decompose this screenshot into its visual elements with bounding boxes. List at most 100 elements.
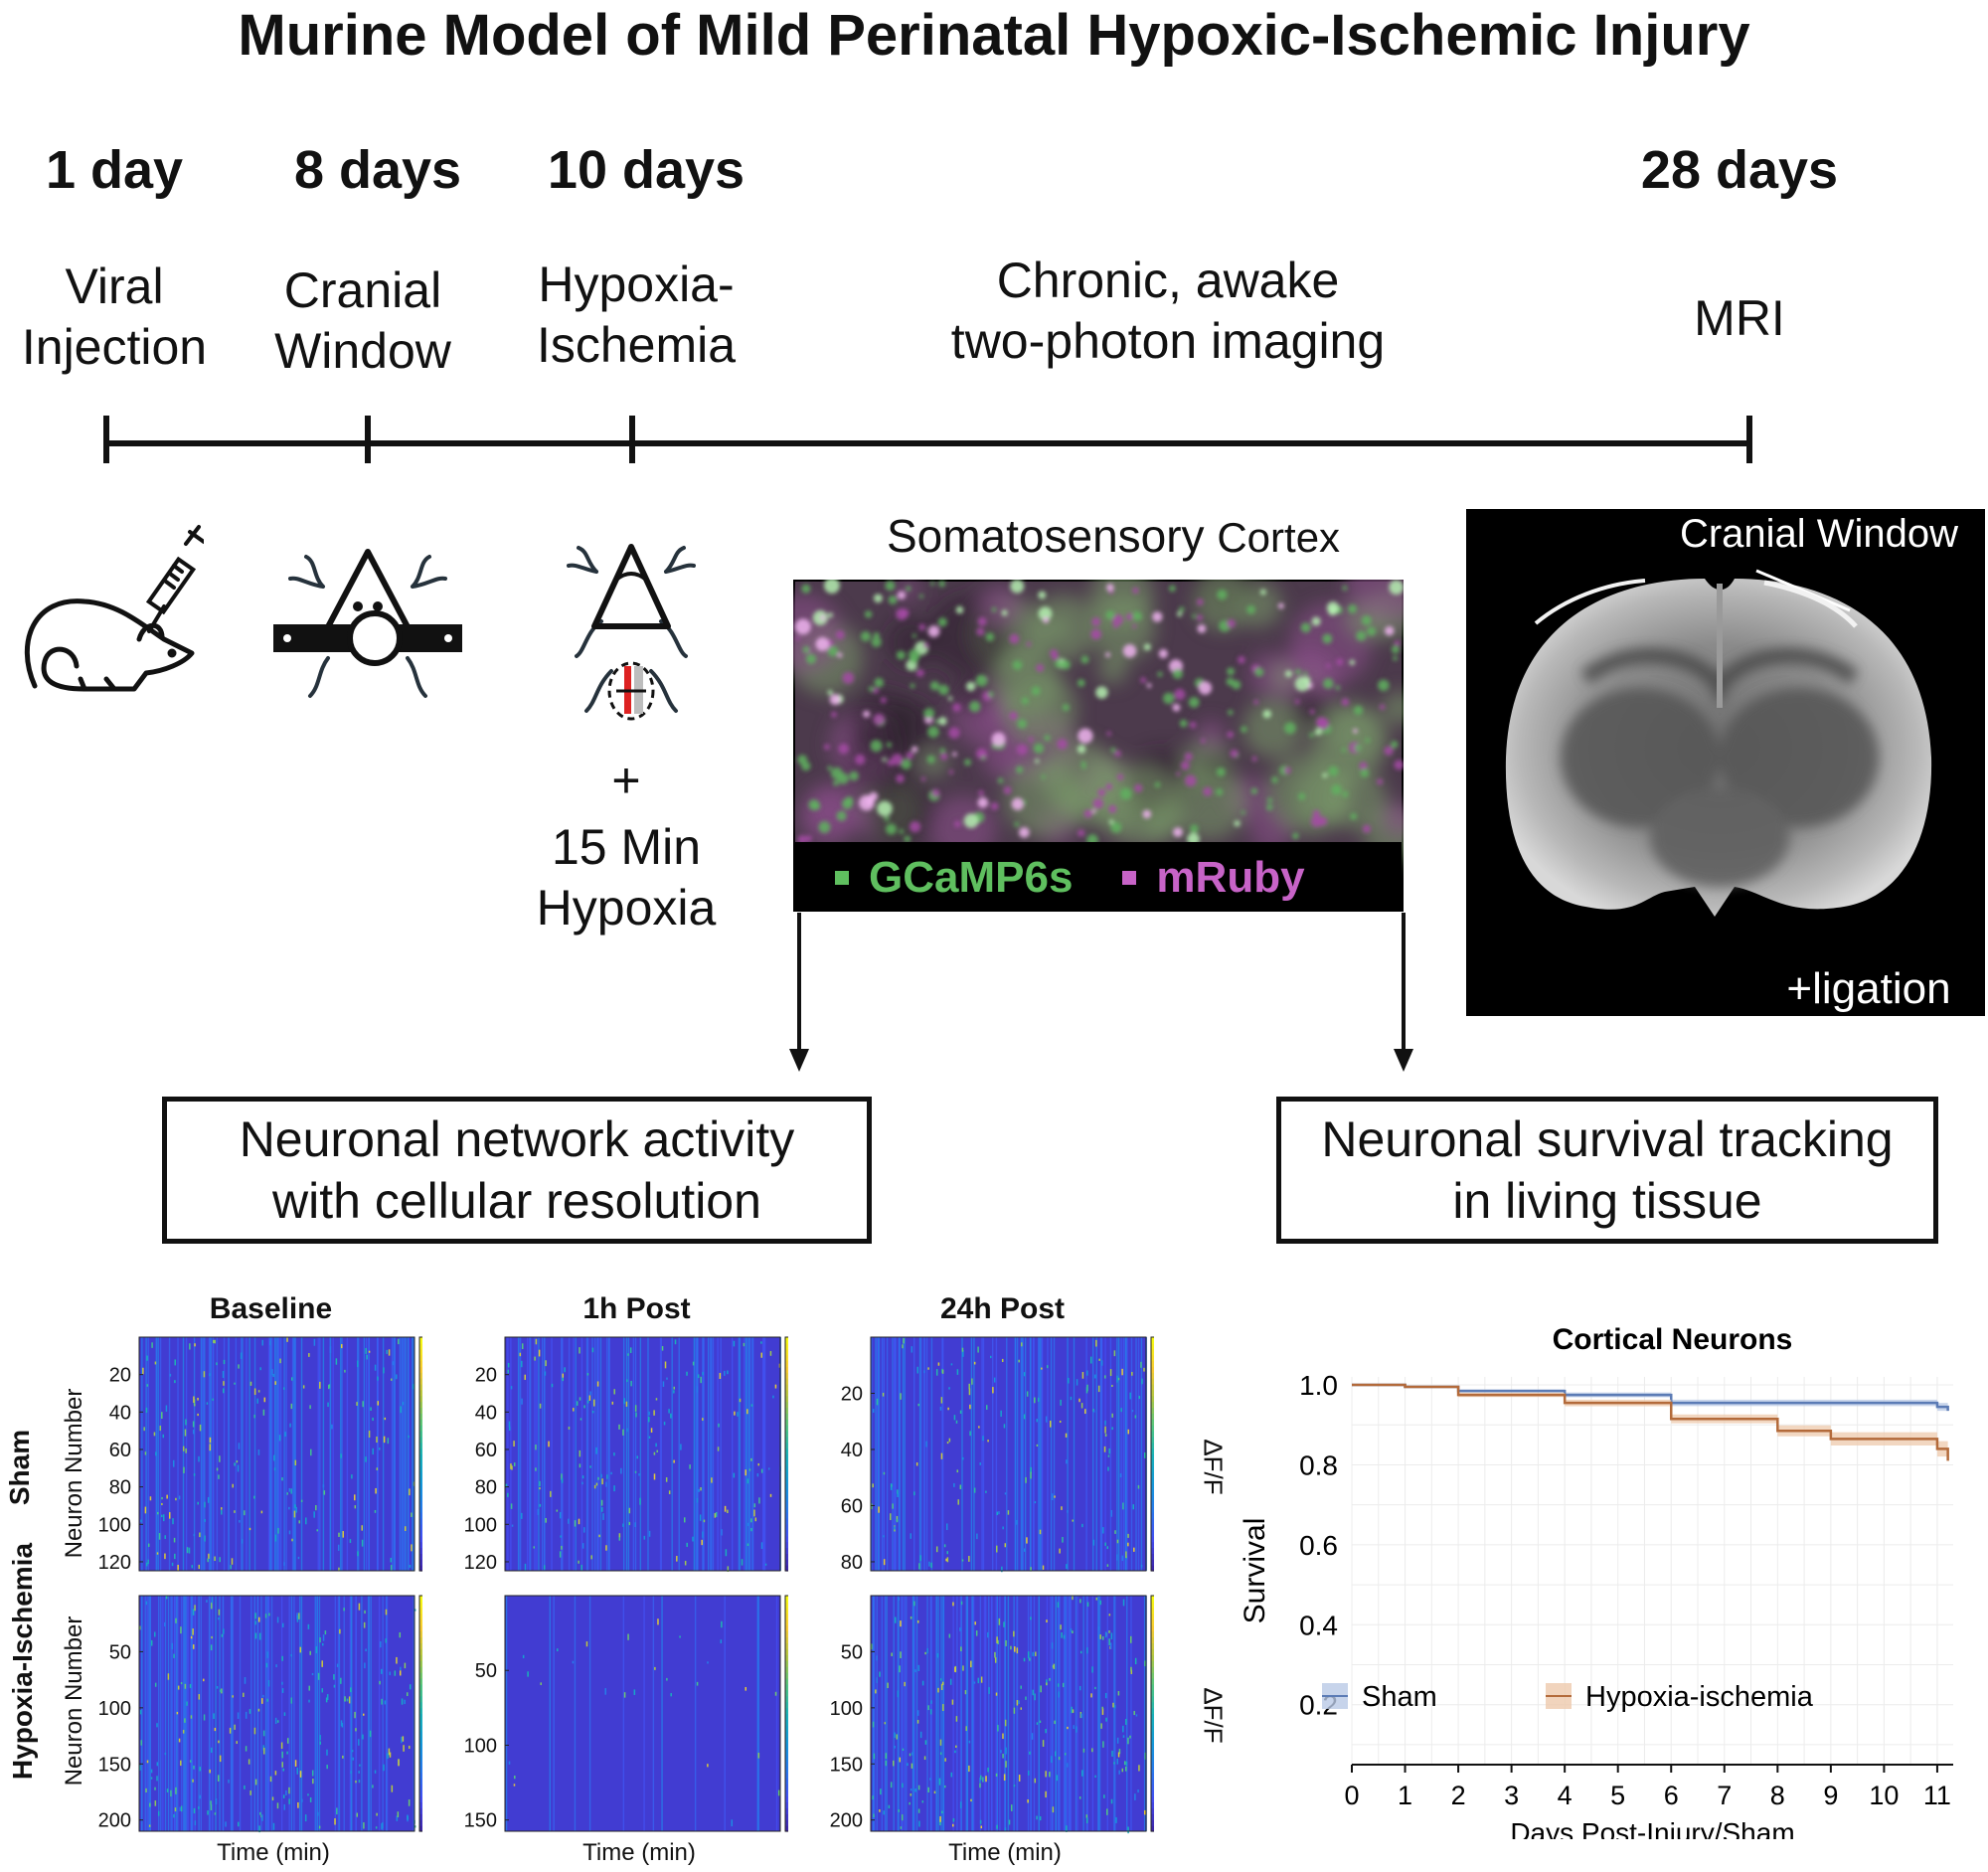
legend-label: Sham	[1362, 1681, 1437, 1713]
event-mri: MRI	[1694, 290, 1785, 346]
syringe-icon	[145, 525, 204, 633]
x-tick-label: 5	[1610, 1781, 1625, 1810]
x-tick-label: 4	[1558, 1781, 1573, 1810]
legend-item-1: Hypoxia-ischemia	[1546, 1681, 1814, 1713]
event-line: Chronic, awake	[996, 253, 1340, 308]
heatmap-title-1h: 1h Post	[582, 1292, 691, 1325]
hypoxia-duration: 15 Min Hypoxia	[497, 817, 755, 938]
svg-text:60: 60	[475, 1440, 497, 1461]
box-survival-tracking: Neuronal survival tracking in living tis…	[1276, 1097, 1938, 1244]
legend-gcamp: GCaMP6s	[835, 853, 1073, 903]
svg-text:50: 50	[841, 1641, 863, 1663]
event-two-photon-imaging: Chronic, awake two-photon imaging	[895, 251, 1441, 372]
heatmap-sham-1: 204060801001200246810	[464, 1336, 788, 1574]
microscopy-title-a: Somatosensory	[886, 510, 1205, 562]
event-line: Viral	[65, 258, 164, 314]
legend-mruby: mRuby	[1122, 853, 1305, 903]
y-tick-label: 0.4	[1299, 1610, 1338, 1640]
event-viral-injection: Viral Injection	[0, 256, 229, 378]
microscopy-title-b: Cortex	[1217, 514, 1341, 561]
heatmap-hypoxia-ischemia-2: 501001502000246810	[830, 1595, 1154, 1834]
ci-band	[1352, 1385, 1948, 1416]
x-tick-label: 2	[1451, 1781, 1466, 1810]
svg-text:20: 20	[109, 1365, 131, 1387]
box-line: Neuronal network activity	[239, 1111, 795, 1167]
x-tick-label: 11	[1923, 1781, 1951, 1810]
event-line: Cranial	[283, 262, 442, 318]
svg-text:20: 20	[841, 1383, 863, 1405]
x-label-baseline: Time (min)	[217, 1839, 330, 1866]
hypoxia-line: Hypoxia	[536, 880, 717, 936]
head-plate-icon	[273, 549, 462, 698]
svg-text:80: 80	[109, 1477, 131, 1499]
mouse-icon	[24, 525, 204, 692]
x-tick-label: 7	[1717, 1781, 1732, 1810]
svg-text:150: 150	[98, 1754, 131, 1776]
chart-title: Cortical Neurons	[1553, 1323, 1793, 1356]
event-line: two-photon imaging	[950, 313, 1386, 369]
ligation-mouse-icon	[567, 544, 696, 721]
svg-text:40: 40	[109, 1402, 131, 1424]
svg-text:100: 100	[464, 1514, 497, 1536]
event-line: Window	[274, 323, 451, 379]
page-title: Murine Model of Mild Perinatal Hypoxic-I…	[238, 3, 1750, 68]
box-line: Neuronal survival tracking	[1321, 1111, 1894, 1167]
svg-text:150: 150	[464, 1810, 497, 1832]
svg-text:200: 200	[830, 1810, 863, 1832]
svg-text:40: 40	[841, 1440, 863, 1461]
svg-text:50: 50	[475, 1660, 497, 1682]
microscopy-legend: GCaMP6s mRuby	[835, 853, 1305, 903]
heatmap-title-24h: 24h Post	[939, 1292, 1066, 1325]
flow-arrows	[789, 913, 1413, 1072]
svg-text:100: 100	[830, 1698, 863, 1720]
svg-text:60: 60	[109, 1440, 131, 1461]
x-tick-label: 1	[1398, 1781, 1412, 1810]
mri-label-ligation: +ligation	[1786, 964, 1951, 1013]
x-tick-label: 10	[1869, 1781, 1899, 1810]
event-line: Hypoxia-	[538, 256, 735, 312]
microscopy-title: Somatosensory Cortex	[795, 509, 1431, 563]
svg-text:100: 100	[98, 1514, 131, 1536]
event-line: Ischemia	[536, 317, 737, 373]
heatmap-hypoxia-ischemia-0: 501001502000246810	[98, 1595, 422, 1833]
mri-label-cranial-window: Cranial Window	[1679, 512, 1959, 556]
box-line: with cellular resolution	[272, 1173, 761, 1229]
event-hypoxia-ischemia: Hypoxia- Ischemia	[507, 255, 765, 376]
microscopy-image	[793, 580, 1404, 912]
y-tick-label: 0.8	[1299, 1449, 1338, 1480]
legend-label-mruby: mRuby	[1156, 853, 1305, 902]
svg-text:120: 120	[98, 1552, 131, 1574]
x-tick-label: 9	[1823, 1781, 1838, 1810]
svg-text:50: 50	[109, 1641, 131, 1663]
x-label-24h: Time (min)	[948, 1839, 1062, 1866]
y-tick-label: 0.6	[1299, 1530, 1338, 1561]
box-network-activity: Neuronal network activity with cellular …	[162, 1097, 872, 1244]
svg-text:20: 20	[475, 1365, 497, 1387]
svg-text:200: 200	[98, 1810, 131, 1832]
x-tick-label: 3	[1504, 1781, 1519, 1810]
heatmap-sham-2: 204060800246810	[841, 1336, 1154, 1574]
ci-band	[1352, 1385, 1948, 1470]
heatmap-hypoxia-ischemia-1: 501001500246810	[464, 1595, 788, 1832]
svg-text:60: 60	[841, 1495, 863, 1517]
heatmap-title-baseline: Baseline	[209, 1292, 333, 1325]
mri-image	[1466, 509, 1985, 1016]
row-label-sham: Sham	[4, 1429, 35, 1506]
svg-text:150: 150	[830, 1754, 863, 1776]
hypoxia-plus: +	[611, 753, 641, 808]
x-tick-label: 6	[1664, 1781, 1679, 1810]
legend-item-0: Sham	[1322, 1681, 1437, 1713]
survival-line	[1352, 1383, 1949, 1412]
event-cranial-window: Cranial Window	[244, 260, 482, 382]
x-label-1h: Time (min)	[582, 1839, 696, 1866]
row-label-hypoxia-ischemia: Hypoxia-Ischemia	[7, 1542, 38, 1781]
svg-text:120: 120	[464, 1552, 497, 1574]
svg-text:40: 40	[475, 1402, 497, 1424]
timeline-axis	[103, 416, 1752, 463]
timeline-day-28: 28 days	[1640, 140, 1839, 200]
x-tick-label: 0	[1344, 1781, 1359, 1810]
x-tick-label: 8	[1770, 1781, 1785, 1810]
timeline-day-1: 1 day	[45, 140, 184, 200]
svg-text:100: 100	[98, 1698, 131, 1720]
